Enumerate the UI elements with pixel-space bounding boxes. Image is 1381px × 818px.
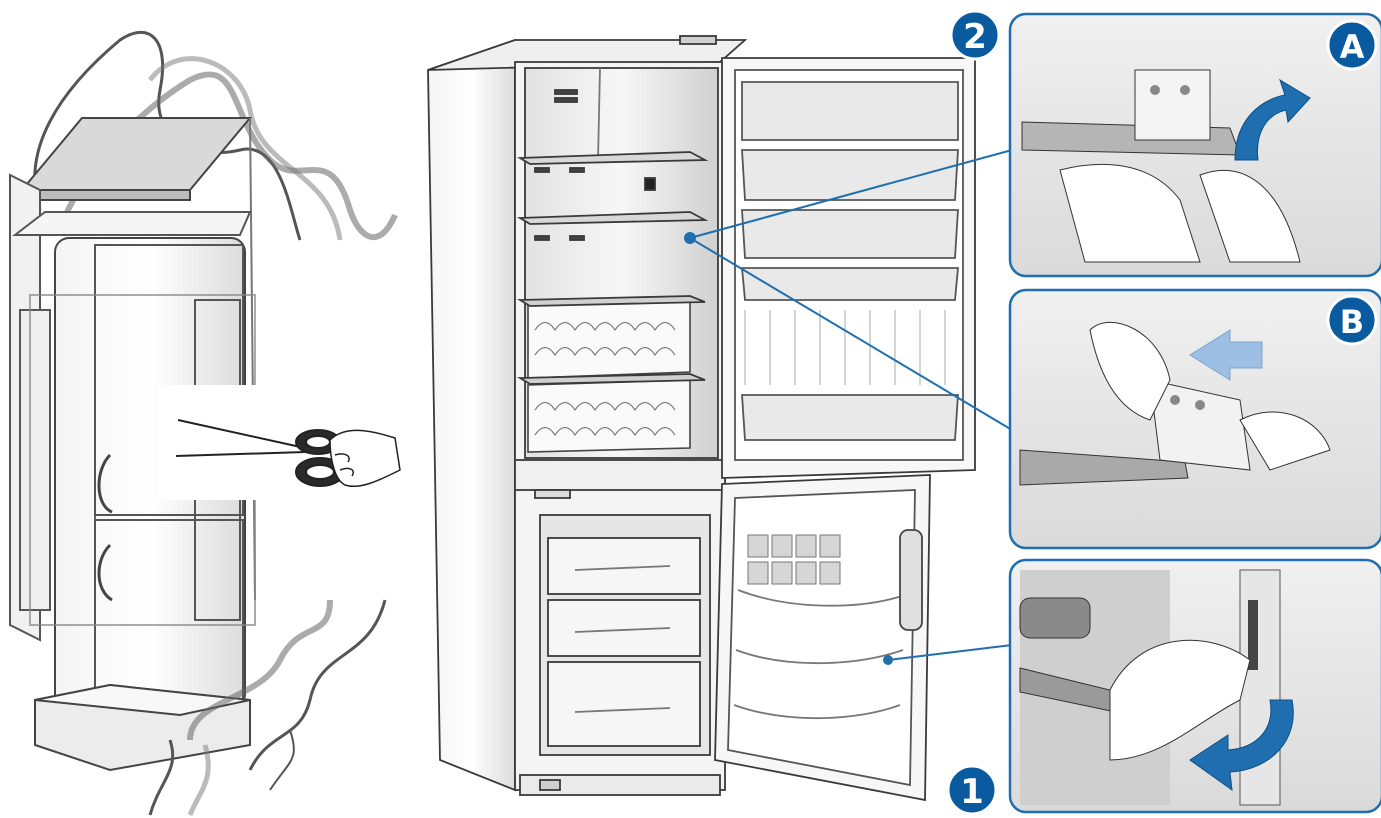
detail-panel-door-seal (1010, 560, 1381, 812)
detail-panel-b (1010, 290, 1381, 548)
open-fridge-illustration (428, 36, 975, 800)
detail-a-badge: A (1328, 21, 1376, 69)
callout-dot-door (883, 655, 893, 665)
detail-b-label: B (1340, 303, 1364, 341)
step-1-label: 1 (960, 772, 984, 812)
detail-a-label: A (1340, 28, 1365, 66)
step-2-badge: 2 (951, 11, 999, 59)
detail-b-badge: B (1328, 296, 1376, 344)
step-1-badge: 1 (948, 766, 996, 814)
step-2-label: 2 (963, 17, 987, 57)
detail-panel-a (1010, 14, 1381, 276)
callout-dot-shelf (684, 232, 696, 244)
